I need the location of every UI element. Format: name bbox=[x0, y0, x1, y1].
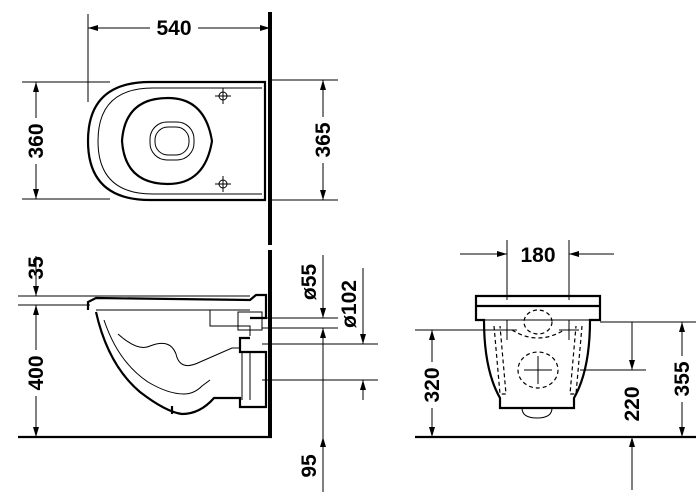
fixing-point-bottom bbox=[215, 176, 231, 192]
trap-curve bbox=[117, 333, 240, 367]
arrow-360-bottom bbox=[33, 189, 39, 199]
label-bg-360 bbox=[24, 118, 48, 164]
arrow-365-top bbox=[320, 80, 326, 90]
arrow-320-bottom bbox=[429, 427, 435, 437]
arrow-102-top bbox=[360, 334, 366, 344]
dim-label-320: 320 bbox=[421, 367, 444, 402]
dim-label-360: 360 bbox=[25, 123, 48, 158]
label-bg-320 bbox=[420, 362, 444, 408]
dim-label-ø55: ø55 bbox=[298, 264, 321, 301]
arrow-35 bbox=[33, 286, 39, 296]
inlet-connector bbox=[237, 311, 263, 331]
arrow-360-top bbox=[33, 82, 39, 92]
dim-label-180: 180 bbox=[520, 244, 555, 267]
seat-outline bbox=[86, 293, 268, 320]
label-bg-365 bbox=[311, 117, 335, 163]
arrow-220-top bbox=[629, 360, 635, 370]
side-view: 35 400 ø55 ø102 95 bbox=[18, 250, 378, 492]
arrow-180-right bbox=[569, 251, 579, 257]
flush-hole bbox=[149, 121, 195, 161]
seat-hinge bbox=[209, 310, 251, 336]
dim-label-355: 355 bbox=[671, 361, 694, 396]
dim-label-ø102: ø102 bbox=[338, 280, 361, 328]
arrow-95-floor bbox=[320, 437, 326, 447]
front-fixing-left bbox=[497, 320, 517, 340]
flush-hole-inner bbox=[154, 126, 190, 156]
label-bg-540 bbox=[150, 16, 198, 40]
front-outlet-cross bbox=[524, 356, 552, 384]
arrow-400-bottom bbox=[33, 427, 39, 437]
dashed-channel bbox=[511, 329, 565, 339]
arrow-540-left bbox=[88, 25, 98, 31]
dim-label-35: 35 bbox=[25, 256, 48, 280]
label-bg-355 bbox=[670, 356, 694, 402]
dashed-left-leg bbox=[493, 325, 507, 395]
arrow-95-upper bbox=[320, 328, 326, 338]
arrow-355-bottom bbox=[679, 427, 685, 437]
bowl-opening bbox=[120, 96, 214, 186]
top-view: 540 360 365 bbox=[22, 12, 338, 245]
dim-label-540: 540 bbox=[156, 17, 191, 40]
dim-label-95: 95 bbox=[298, 454, 321, 478]
fixing-point-top bbox=[215, 88, 231, 104]
arrow-400-top bbox=[33, 305, 39, 315]
front-outlet bbox=[521, 407, 553, 419]
bowl-inner-profile bbox=[103, 319, 211, 395]
bowl-outline-plan bbox=[86, 80, 267, 202]
arrow-355-top bbox=[679, 322, 685, 332]
dim-label-400: 400 bbox=[25, 355, 48, 390]
arrow-540-right bbox=[260, 25, 270, 31]
front-view: 180 320 220 355 bbox=[415, 240, 696, 490]
bowl-inner-plan bbox=[97, 87, 262, 195]
dim-label-365: 365 bbox=[312, 122, 335, 157]
arrow-320-top bbox=[429, 330, 435, 340]
label-bg-400 bbox=[24, 350, 48, 396]
front-fixing-right bbox=[559, 320, 579, 340]
dashed-inlet bbox=[523, 309, 553, 335]
arrow-102-bottom bbox=[360, 380, 366, 390]
arrow-55-top bbox=[320, 308, 326, 318]
dashed-outlet bbox=[517, 351, 559, 389]
arrow-365-bottom bbox=[320, 190, 326, 200]
dim-label-220: 220 bbox=[621, 386, 644, 421]
dashed-right-leg bbox=[569, 325, 583, 395]
bowl-profile bbox=[94, 311, 268, 416]
arrow-180-left bbox=[497, 251, 507, 257]
arrow-220-bottom bbox=[629, 437, 635, 447]
front-body-outline bbox=[474, 294, 602, 410]
